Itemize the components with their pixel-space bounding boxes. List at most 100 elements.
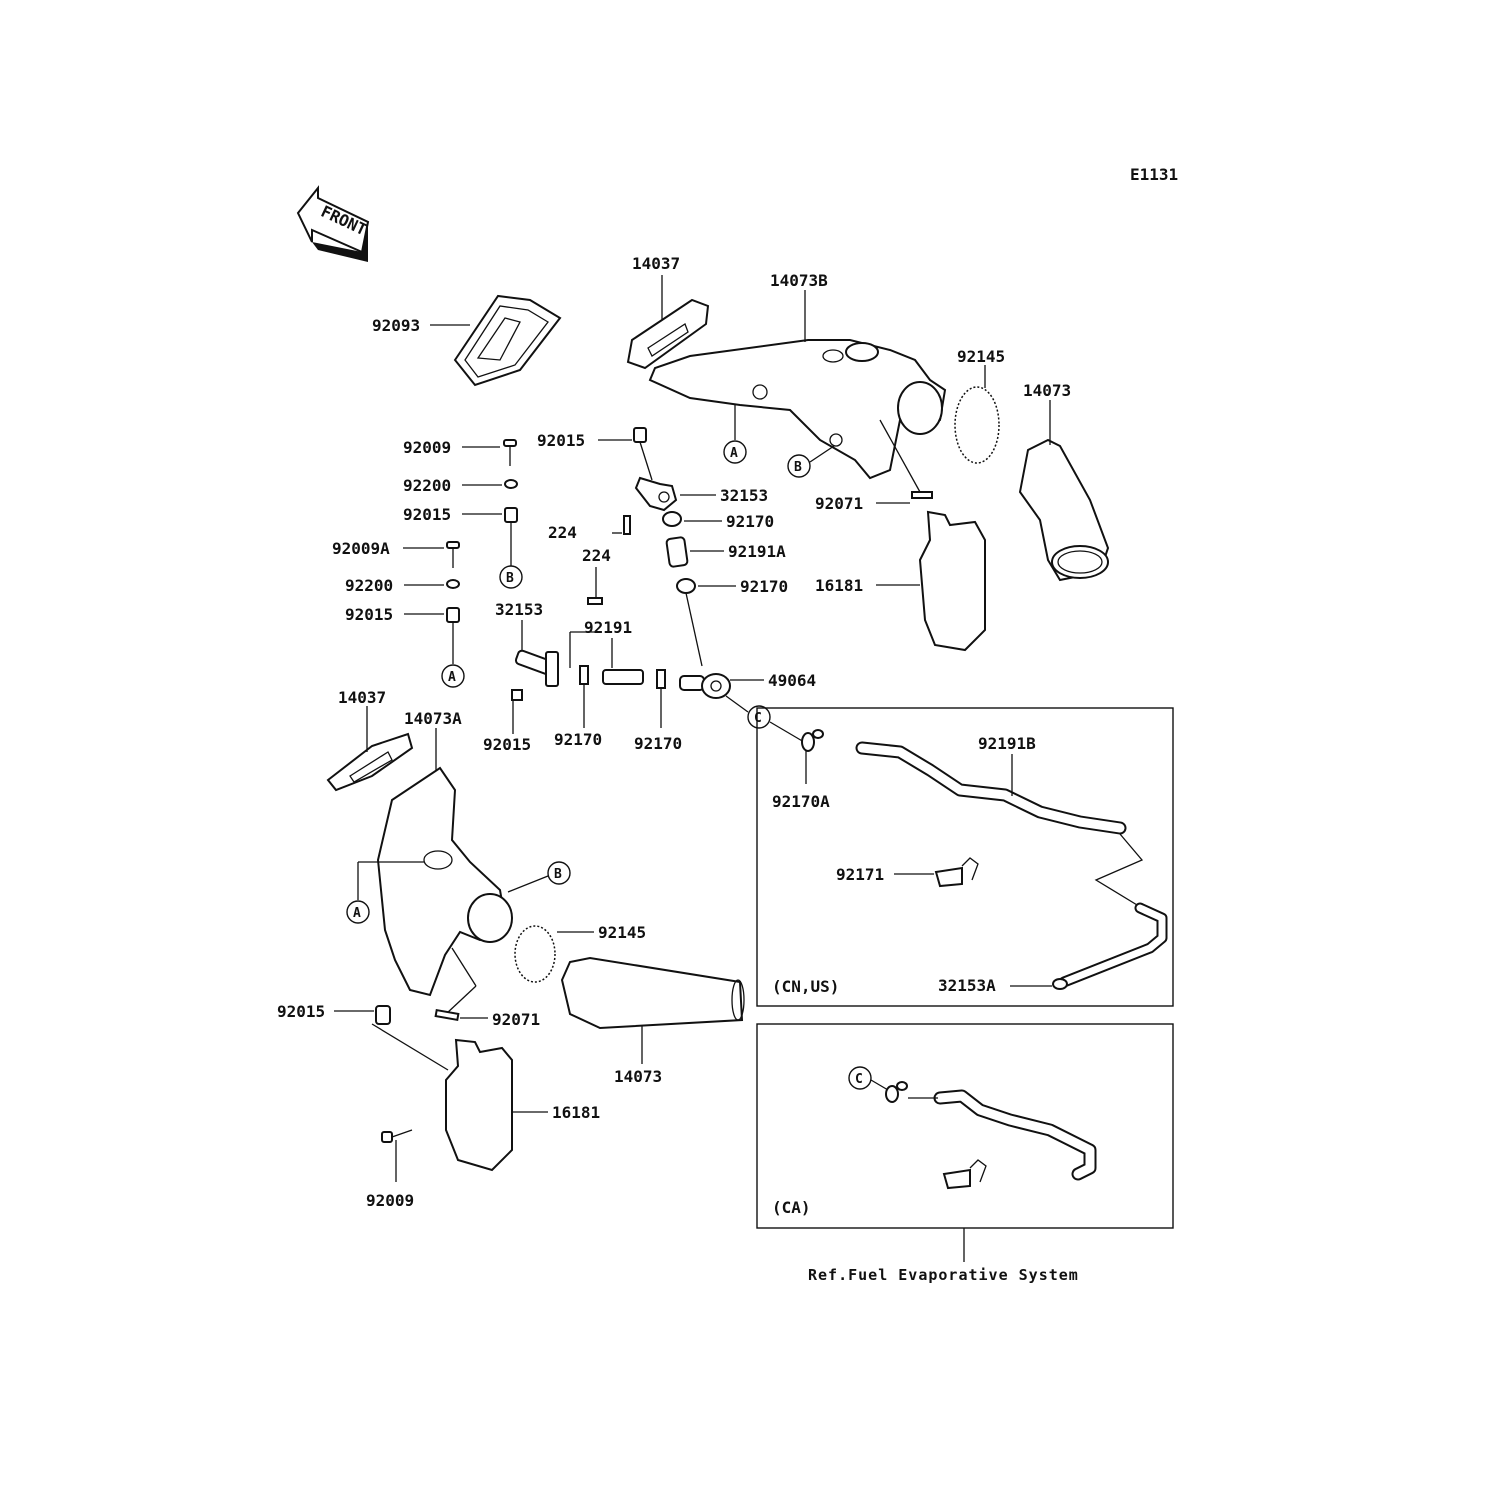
svg-text:C: C [855, 1072, 863, 1087]
pin-92071-upper [911, 491, 933, 499]
clamp-92170-b [676, 578, 696, 594]
callout-b-lower [547, 861, 571, 885]
label-49064: 49064 [768, 671, 816, 690]
region-label-cn-us: (CN,US) [772, 977, 839, 996]
region-label-ca: (CA) [772, 1198, 811, 1217]
svg-text:A: A [353, 906, 361, 921]
label-14037-left: 14037 [338, 688, 386, 707]
valve-32153-upper [634, 476, 678, 512]
label-32153A: 32153A [938, 976, 996, 995]
clamp-92170-a [662, 511, 682, 527]
bracket-92171 [934, 857, 979, 888]
svg-text:A: A [730, 446, 738, 461]
label-14073A: 14073A [404, 709, 462, 728]
label-92171: 92171 [836, 865, 884, 884]
svg-text:C: C [754, 711, 762, 726]
svg-text:B: B [506, 571, 514, 586]
screw-92009-lower [381, 1129, 413, 1143]
clamp-92170A [801, 729, 824, 752]
reference-note: Ref.Fuel Evaporative System [808, 1266, 1079, 1284]
label-92200-a: 92200 [403, 476, 451, 495]
label-92191A: 92191A [728, 542, 786, 561]
valve-32153A [1052, 902, 1168, 990]
screw-92009 [503, 439, 517, 466]
svg-text:B: B [554, 867, 562, 882]
label-92191B: 92191B [978, 734, 1036, 753]
front-arrow-icon: FRONT [296, 185, 370, 262]
screw-224-middle [587, 597, 603, 605]
region-box-ca [756, 1023, 1174, 1229]
screw-92009A [446, 541, 460, 568]
callout-c-middle [747, 705, 771, 729]
svg-text:A: A [448, 670, 456, 685]
label-32153-upper: 32153 [720, 486, 768, 505]
label-92009-a: 92009 [403, 438, 451, 457]
callout-c-ca [848, 1066, 872, 1090]
label-92145-top: 92145 [957, 347, 1005, 366]
label-92015-top: 92015 [537, 431, 585, 450]
intake-tube-top [1018, 438, 1110, 582]
collar-92015-middle [511, 689, 523, 701]
label-92170A: 92170A [772, 792, 830, 811]
label-14073-top: 14073 [1023, 381, 1071, 400]
washer-92200-b [446, 579, 460, 589]
label-92170-c: 92170 [554, 730, 602, 749]
hose-92191B [855, 741, 1127, 835]
label-92009-lower: 92009 [366, 1191, 414, 1210]
label-92145-lower: 92145 [598, 923, 646, 942]
label-224-upper: 224 [548, 523, 577, 542]
label-92170-b: 92170 [740, 577, 788, 596]
label-92191: 92191 [584, 618, 632, 637]
bracket-ca [942, 1159, 987, 1190]
collar-92015-top [633, 427, 647, 443]
washer-92200-a [504, 479, 518, 489]
clamp-92170-c [579, 665, 589, 685]
valve-32153-middle [514, 649, 559, 687]
label-16181-upper: 16181 [815, 576, 863, 595]
label-14037-top: 14037 [632, 254, 680, 273]
svg-text:B: B [794, 460, 802, 475]
label-92170-a: 92170 [726, 512, 774, 531]
label-92015-b: 92015 [345, 605, 393, 624]
collar-92015-b [446, 607, 460, 623]
air-filter-element [453, 294, 562, 387]
clamp-92170-d [656, 669, 666, 689]
screw-224-upper [623, 515, 631, 535]
clamp-ca [885, 1081, 908, 1103]
screen-upper [626, 298, 710, 370]
label-224-middle: 224 [582, 546, 611, 565]
clamp-ring-lower [514, 925, 556, 983]
label-16181-lower: 16181 [552, 1103, 600, 1122]
hose-92191A [665, 536, 689, 568]
label-92009A: 92009A [332, 539, 390, 558]
clamp-ring-top [954, 386, 1000, 464]
label-92071-lower: 92071 [492, 1010, 540, 1029]
pin-92071-lower [434, 1008, 460, 1022]
label-92200-b: 92200 [345, 576, 393, 595]
diagram-code: E1131 [1130, 165, 1178, 184]
intake-tube-lower [560, 956, 745, 1030]
label-14073B: 14073B [770, 271, 828, 290]
valve-49064 [679, 673, 731, 699]
label-14073-lower: 14073 [614, 1067, 662, 1086]
callout-a-upper [723, 440, 747, 464]
screen-left [326, 732, 414, 792]
region-box-cn-us [756, 707, 1174, 1007]
label-92015-middle: 92015 [483, 735, 531, 754]
hose-ca [933, 1089, 1097, 1181]
duct-14073B [648, 339, 947, 480]
drain-16181-lower [445, 1038, 513, 1172]
hose-92191 [602, 669, 644, 685]
label-92071-upper: 92071 [815, 494, 863, 513]
callout-a-left [441, 664, 465, 688]
duct-14073A [376, 766, 513, 997]
callout-a-lower [346, 900, 370, 924]
label-92015-lower: 92015 [277, 1002, 325, 1021]
label-92170-d: 92170 [634, 734, 682, 753]
label-92015-a: 92015 [403, 505, 451, 524]
label-92093: 92093 [372, 316, 420, 335]
label-32153-middle: 32153 [495, 600, 543, 619]
collar-92015-lower [375, 1005, 391, 1025]
